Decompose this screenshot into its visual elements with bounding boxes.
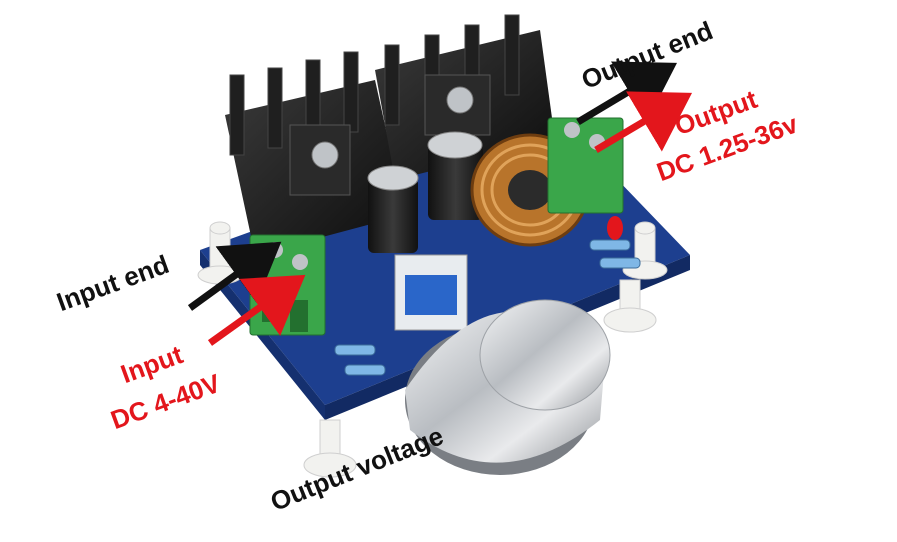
resistors: [334, 239, 641, 376]
capacitor-left: [367, 165, 419, 253]
led-indicator: [607, 216, 623, 240]
voltage-knob: [405, 299, 611, 475]
capacitor-right: [427, 131, 483, 220]
trim-potentiometer: [394, 254, 468, 331]
output-end-arrow: [576, 61, 678, 126]
heatsink-left: [225, 51, 405, 255]
input-end-arrow: [187, 241, 282, 311]
output-spec-arrow: [594, 91, 693, 154]
output-terminal-block: [547, 117, 624, 214]
input-spec-arrow: [207, 274, 306, 346]
